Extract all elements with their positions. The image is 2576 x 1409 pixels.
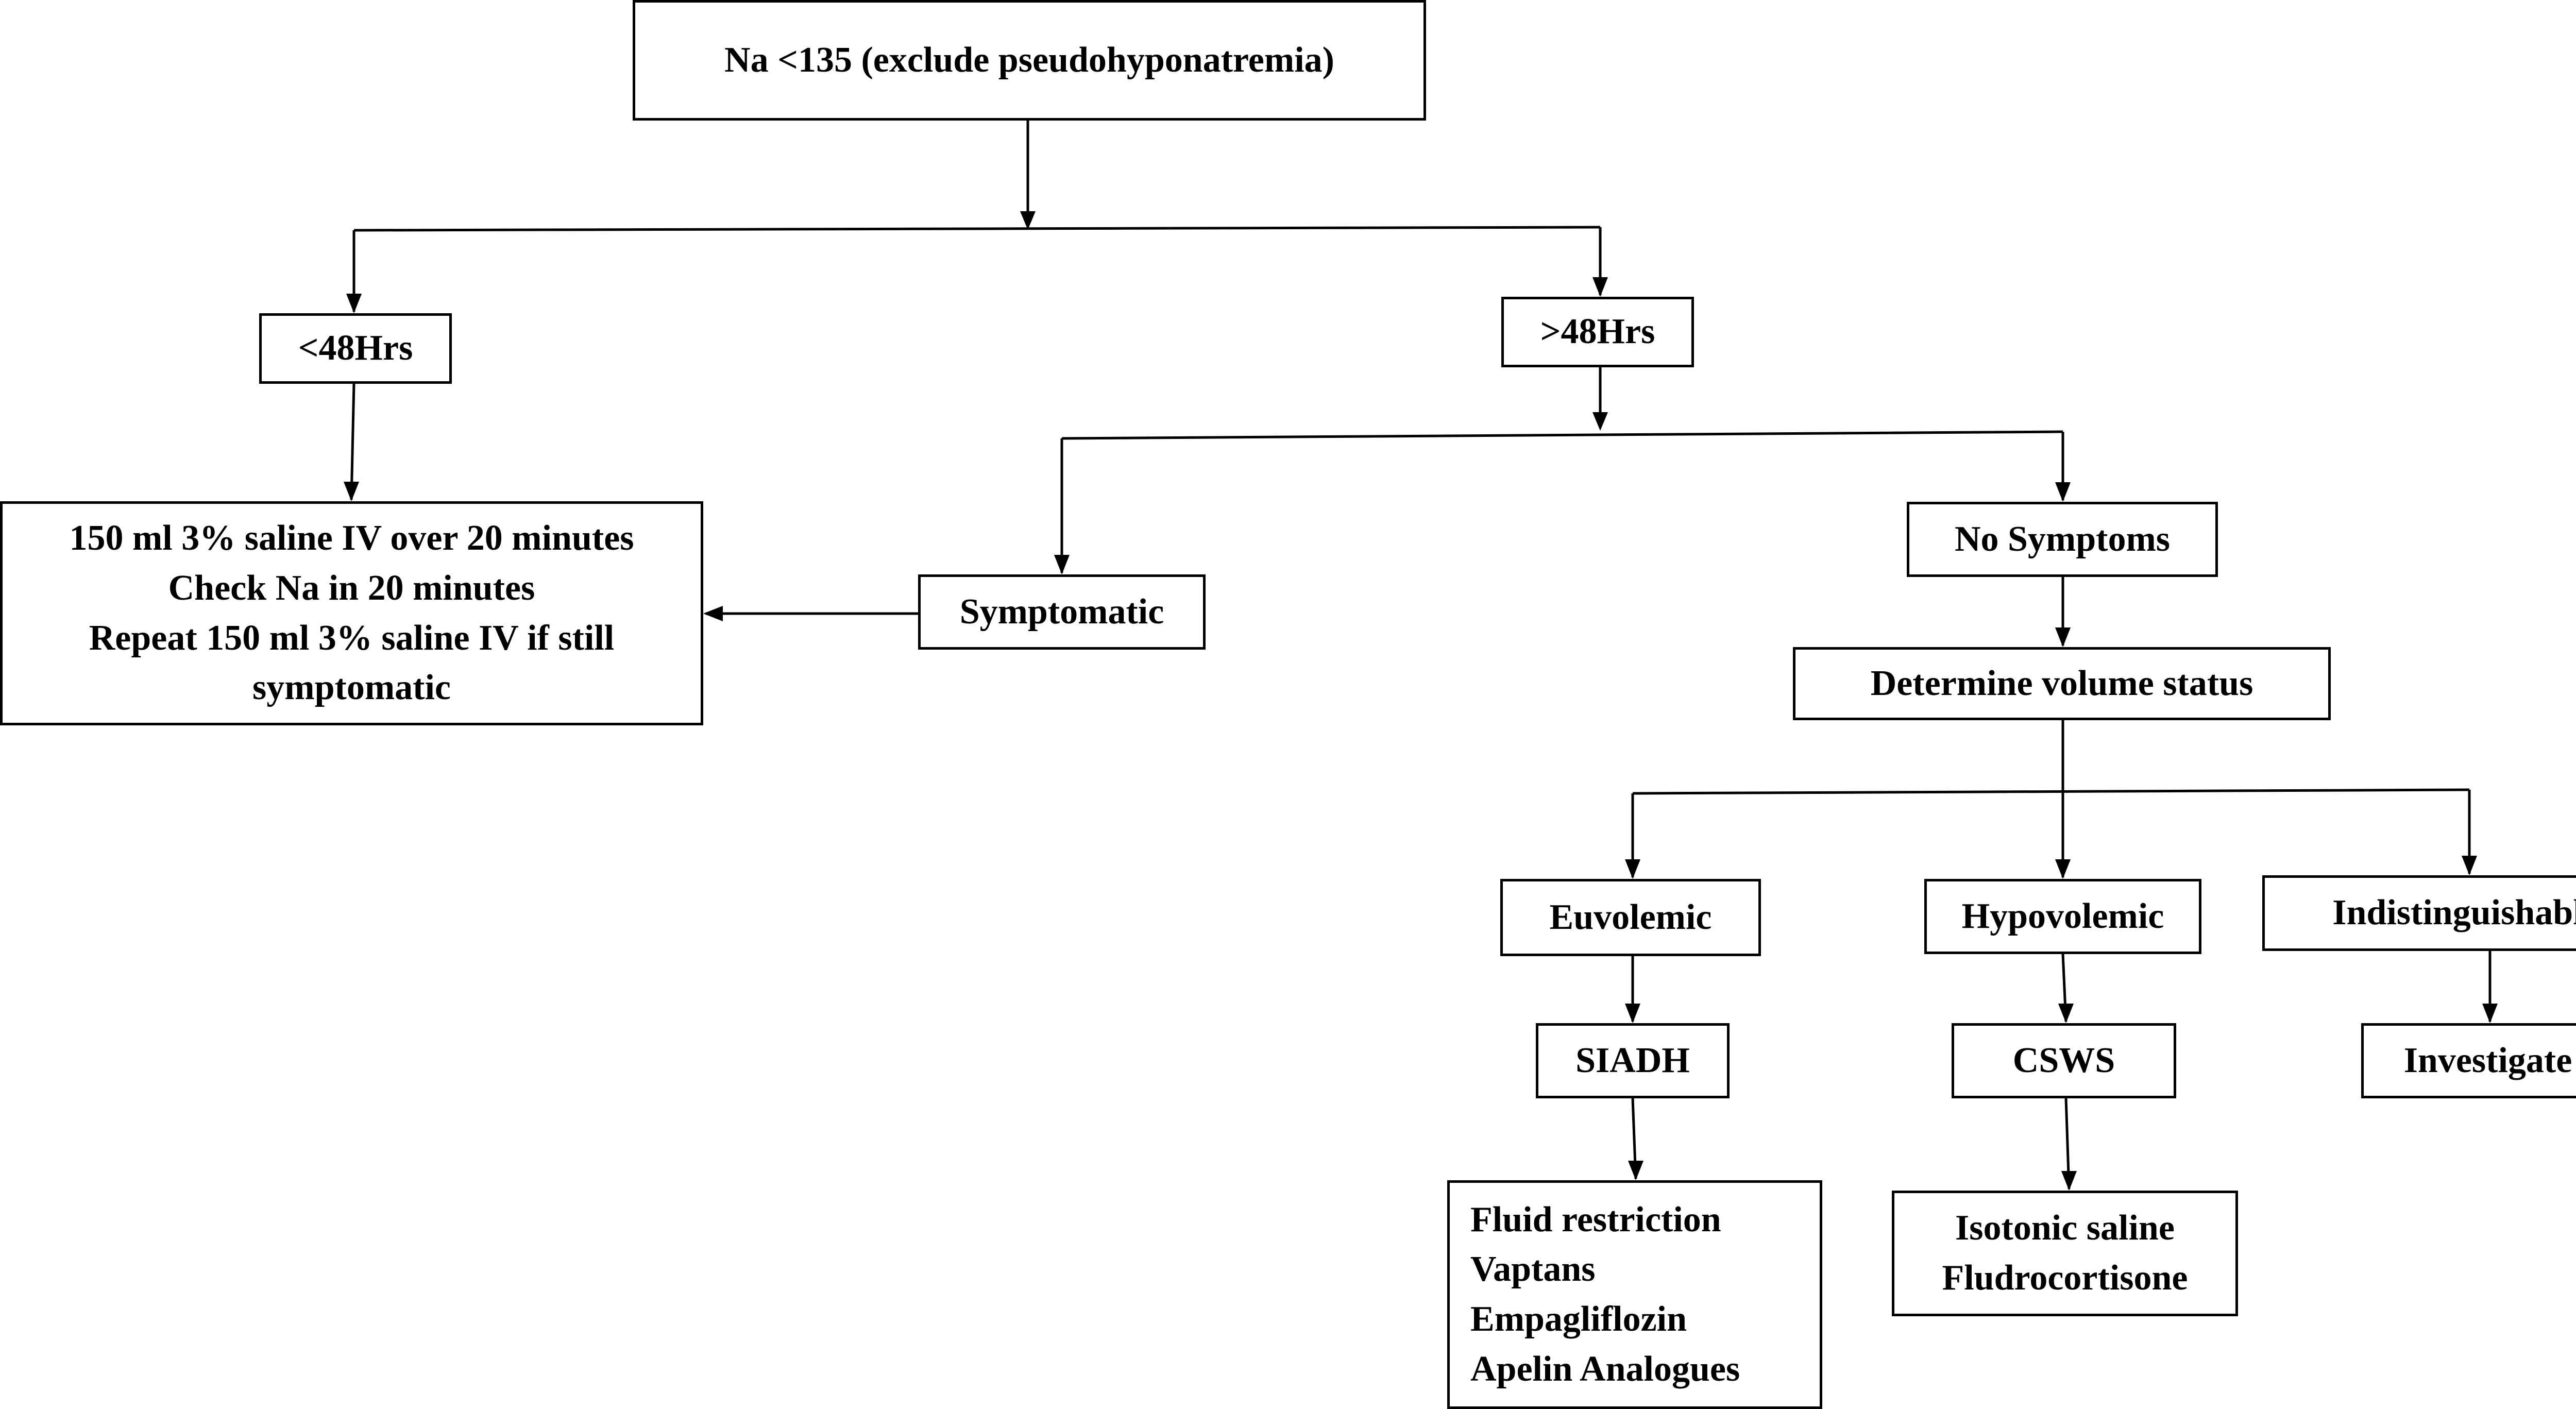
arrowhead-csws-treatment xyxy=(2061,1171,2077,1191)
hypovolemic-node-label: Hypovolemic xyxy=(1961,896,2164,936)
root-node-label: Na <135 (exclude pseudohyponatremia) xyxy=(724,40,1334,80)
arrowhead-investigate xyxy=(2482,1004,2498,1023)
csws-treatment-line-1: Isotonic saline xyxy=(1955,1208,2175,1248)
arrowhead-chronic-split xyxy=(1592,412,1608,431)
acute-treatment-line-4: symptomatic xyxy=(252,668,451,708)
symptomatic-node: Symptomatic xyxy=(918,574,1206,650)
arrowhead-no-symptoms xyxy=(2055,482,2071,502)
chronic-node: >48Hrs xyxy=(1501,297,1694,367)
arrowhead-chronic xyxy=(1592,277,1608,297)
acute-node-label: <48Hrs xyxy=(298,328,413,368)
siadh-treatment-node: Fluid restriction Vaptans Empagliflozin … xyxy=(1447,1180,1822,1409)
arrowhead-root xyxy=(1020,211,1036,230)
csws-node-label: CSWS xyxy=(2012,1040,2115,1080)
arrowhead-csws xyxy=(2058,1004,2074,1023)
csws-node: CSWS xyxy=(1952,1023,2176,1098)
arrowhead-hypovolemic xyxy=(2055,859,2071,879)
acute-node: <48Hrs xyxy=(259,313,452,384)
symptomatic-node-label: Symptomatic xyxy=(959,591,1164,632)
indistinguishable-node: Indistinguishable xyxy=(2262,875,2576,951)
arrowhead-euvolemic xyxy=(1625,859,1640,879)
arrowhead-acute xyxy=(346,294,362,313)
arrowhead-symptomatic xyxy=(1054,555,1070,574)
euvolemic-node-label: Euvolemic xyxy=(1549,897,1712,937)
no-symptoms-node: No Symptoms xyxy=(1907,502,2218,577)
root-node: Na <135 (exclude pseudohyponatremia) xyxy=(633,0,1426,121)
arrowhead-siadh-treatment xyxy=(1628,1161,1643,1180)
siadh-treatment-line-1: Fluid restriction xyxy=(1470,1199,1721,1240)
acute-treatment-node: 150 ml 3% saline IV over 20 minutes Chec… xyxy=(0,501,703,725)
arrowhead-indistinguishable xyxy=(2462,856,2477,875)
indistinguishable-node-label: Indistinguishable xyxy=(2332,893,2576,933)
split-line-duration xyxy=(353,226,1601,232)
investigate-node-label: Investigate xyxy=(2403,1040,2572,1080)
chronic-node-label: >48Hrs xyxy=(1540,312,1655,352)
arrow-acute-to-treatment xyxy=(350,383,355,500)
split-line-volume xyxy=(1632,788,2470,795)
split-line-symptoms xyxy=(1061,430,2063,440)
volume-status-node-label: Determine volume status xyxy=(1870,663,2253,703)
acute-treatment-line-2: Check Na in 20 minutes xyxy=(168,568,535,608)
hypovolemic-node: Hypovolemic xyxy=(1924,879,2201,954)
acute-treatment-line-1: 150 ml 3% saline IV over 20 minutes xyxy=(69,518,634,558)
siadh-node-label: SIADH xyxy=(1575,1040,1690,1080)
arrowhead-symptomatic-treatment xyxy=(703,606,723,621)
csws-treatment-line-2: Fludrocortisone xyxy=(1942,1258,2188,1298)
csws-treatment-node: Isotonic saline Fludrocortisone xyxy=(1892,1191,2238,1316)
acute-treatment-line-3: Repeat 150 ml 3% saline IV if still xyxy=(89,618,615,658)
arrowhead-siadh xyxy=(1625,1004,1640,1023)
investigate-node: Investigate xyxy=(2361,1023,2576,1098)
no-symptoms-node-label: No Symptoms xyxy=(1954,519,2171,559)
siadh-treatment-line-3: Empagliflozin xyxy=(1470,1299,1687,1339)
euvolemic-node: Euvolemic xyxy=(1500,879,1761,956)
arrowhead-volume xyxy=(2055,627,2071,647)
volume-status-node: Determine volume status xyxy=(1793,647,2331,720)
arrowhead-acute-treatment xyxy=(344,482,359,501)
siadh-treatment-line-4: Apelin Analogues xyxy=(1470,1349,1740,1389)
siadh-treatment-line-2: Vaptans xyxy=(1470,1249,1596,1289)
siadh-node: SIADH xyxy=(1536,1023,1730,1098)
